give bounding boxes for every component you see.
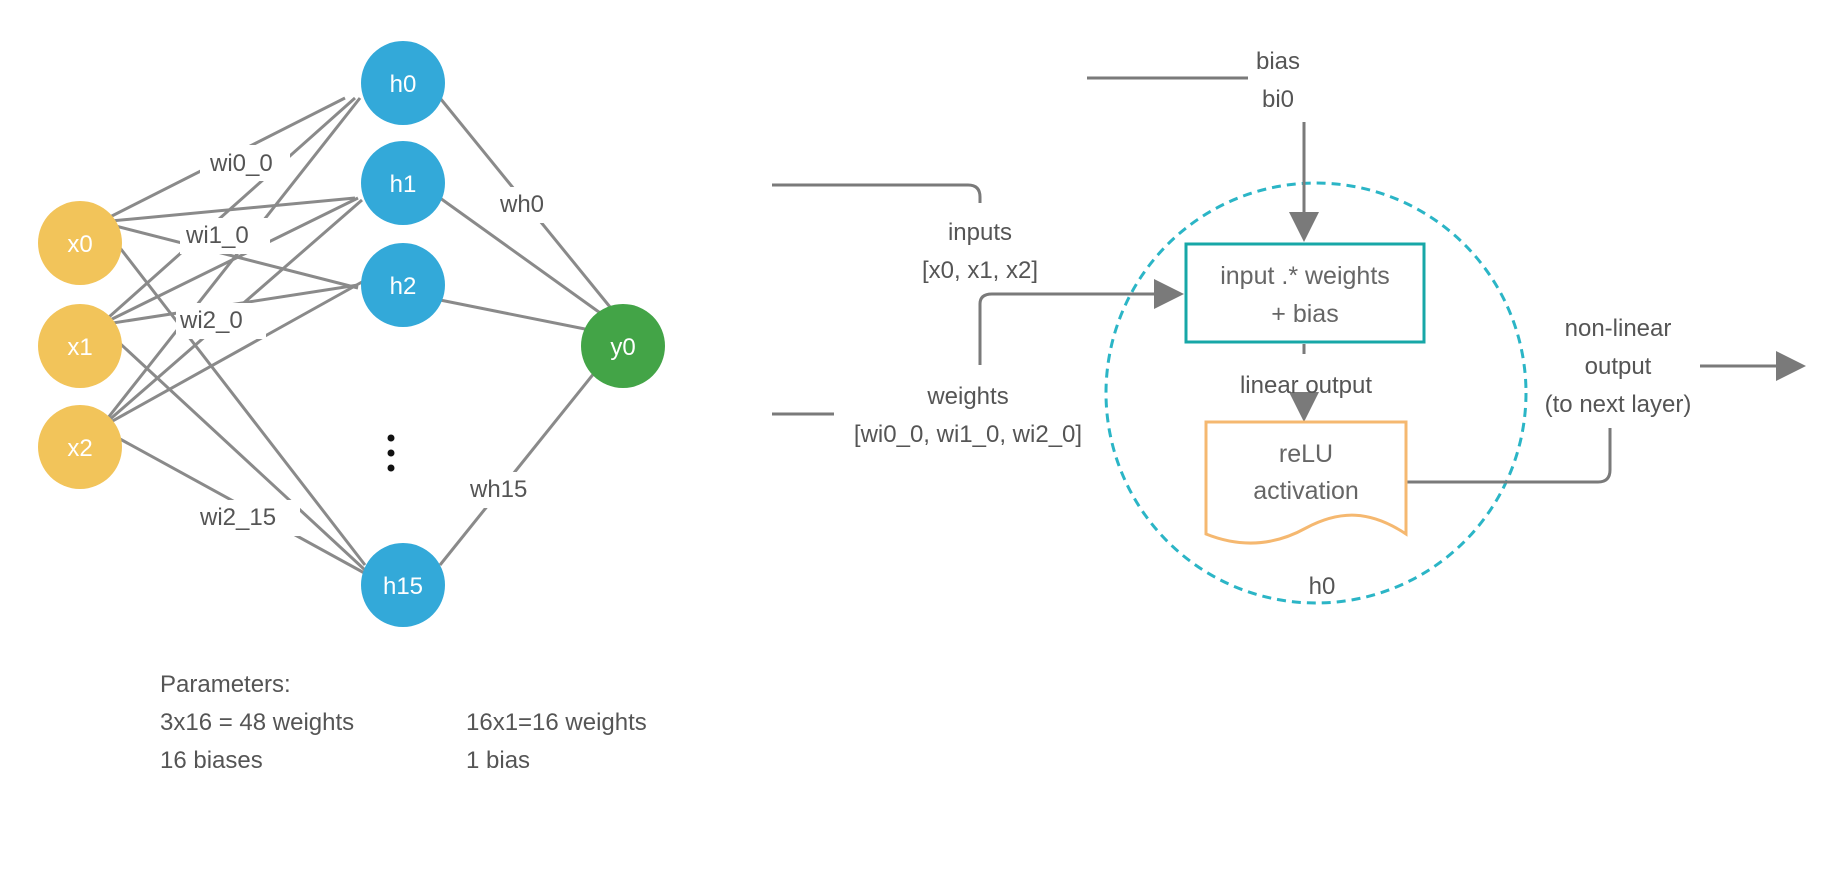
bias-name-label: bi0	[1262, 86, 1294, 113]
hidden-node-h1	[361, 141, 445, 225]
input-node-x2	[38, 405, 122, 489]
weighted-sum-box	[1184, 242, 1426, 344]
parameters-block: Parameters: 3x16 = 48 weights 16 biases	[160, 666, 354, 780]
activation-line2: activation	[1253, 477, 1359, 505]
neuron-dashed-circle	[1104, 181, 1528, 605]
ellipsis-dots	[387, 434, 395, 472]
output-layer: y0	[581, 304, 665, 388]
weight-label-wi2-15: wi2_15	[199, 504, 276, 531]
parameters-right-line2: 1 bias	[466, 747, 531, 774]
hidden-layer: h0 h1 h2 h15	[361, 41, 445, 627]
hidden-node-label: h0	[390, 71, 417, 98]
parameters-left-line1: 3x16 = 48 weights	[160, 709, 355, 736]
nonlinear-label-line2: output	[1585, 353, 1652, 380]
weight-label-wi1-0: wi1_0	[185, 222, 249, 249]
label-masks	[176, 145, 560, 536]
hidden-node-h2	[361, 243, 445, 327]
hidden-node-label: h1	[390, 171, 417, 198]
parameters-title: Parameters:	[160, 671, 291, 698]
input-node-label: x1	[67, 334, 92, 361]
weighted-sum-line1: input .* weights	[1220, 262, 1390, 290]
neuron-name-label: h0	[1309, 573, 1336, 600]
inputs-values-label: [x0, x1, x2]	[922, 257, 1038, 284]
hidden-node-label: h15	[383, 573, 423, 600]
activation-box	[1204, 420, 1408, 545]
linear-output-label: linear output	[1240, 372, 1372, 399]
output-node-label: y0	[610, 334, 635, 361]
nonlinear-label-line3: (to next layer)	[1545, 391, 1692, 418]
neuron-detail: bias bi0 inputs [x0, x1, x2] weights [wi…	[772, 48, 1806, 605]
output-node-y0	[581, 304, 665, 388]
input-layer: x0 x1 x2	[38, 201, 122, 489]
weight-label-wh15: wh15	[469, 476, 527, 503]
weighted-sum-line2: + bias	[1271, 300, 1338, 328]
weights-label: weights	[926, 383, 1008, 410]
weight-label-wi0-0: wi0_0	[209, 150, 273, 177]
inputs-label: inputs	[948, 219, 1012, 246]
activation-line1: reLU	[1279, 440, 1333, 468]
input-node-label: x2	[67, 435, 92, 462]
input-node-x0	[38, 201, 122, 285]
weight-label-wh0: wh0	[499, 191, 544, 218]
input-node-label: x0	[67, 231, 92, 258]
weights-values-label: [wi0_0, wi1_0, wi2_0]	[854, 421, 1082, 448]
hidden-node-label: h2	[390, 273, 417, 300]
parameters-right-block: 16x1=16 weights 1 bias	[466, 704, 647, 780]
hidden-node-h0	[361, 41, 445, 125]
hidden-node-h15	[361, 543, 445, 627]
input-node-x1	[38, 304, 122, 388]
parameters-left-line2: 16 biases	[160, 747, 263, 774]
nonlinear-label-line1: non-linear	[1565, 315, 1672, 342]
weight-label-wi2-0: wi2_0	[179, 307, 243, 334]
bias-label: bias	[1256, 48, 1300, 75]
parameters-right-line1: 16x1=16 weights	[466, 709, 647, 736]
